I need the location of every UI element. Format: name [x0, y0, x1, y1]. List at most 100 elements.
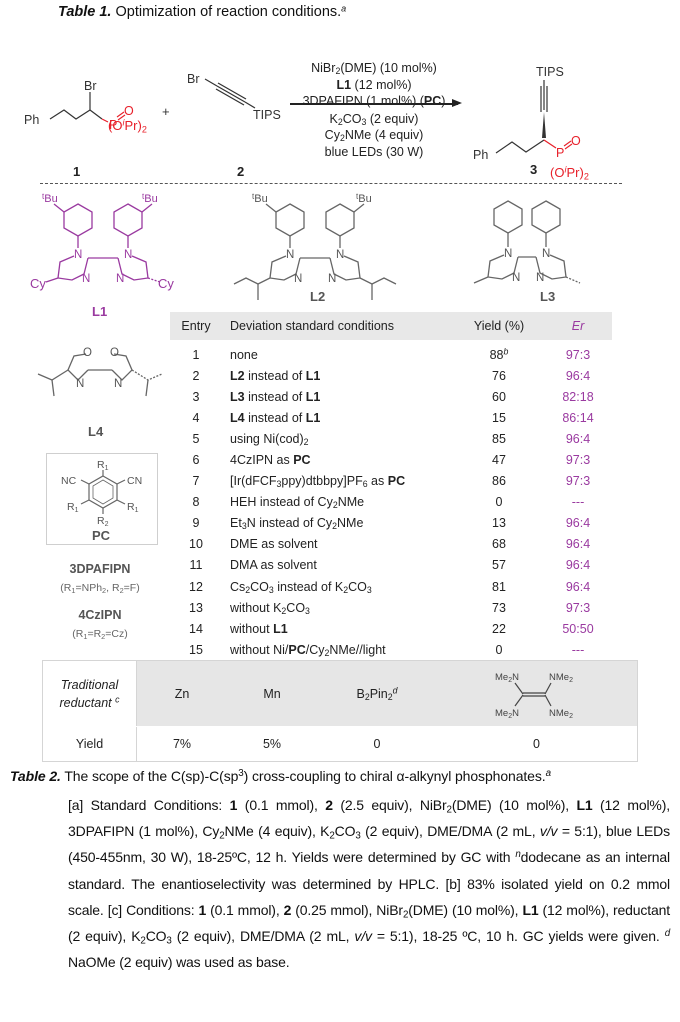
table-row: 3 L3 instead of L1 60 82:18 — [170, 386, 612, 407]
svg-text:N: N — [74, 249, 82, 261]
deviation-text: L4 instead of L1 — [230, 410, 321, 425]
table-row: 9 Et3N instead of Cy2NMe 13 96:4 — [170, 513, 612, 534]
condition-photocatalyst: 3DPAFIPN (1 mol%) (PC) — [302, 94, 446, 108]
header-deviation: Deviation standard conditions — [230, 319, 394, 333]
table-row: 13 without K2CO3 73 97:3 — [170, 597, 612, 618]
svg-text:tBu: tBu — [252, 192, 268, 205]
compound-1-label: 1 — [73, 164, 81, 179]
er-value: --- — [571, 495, 585, 510]
entry-number: 1 — [192, 347, 200, 362]
reductant-table: Traditional reductant c Zn Mn B2Pin2d Me… — [42, 660, 638, 762]
svg-text:N: N — [114, 378, 122, 390]
table2-footnotes: [a] Standard Conditions: 1 (0.1 mmol), 2… — [68, 792, 670, 975]
entry-number: 5 — [192, 431, 200, 446]
pc-variant-def: (R1=R2=Cz) — [72, 628, 128, 641]
table-row: 4 L4 instead of L1 15 86:14 — [170, 407, 612, 428]
reductant-b2pin2: B2Pin2d — [356, 685, 398, 702]
yield-value: 0 — [495, 495, 503, 510]
footnote-mark: a — [341, 3, 347, 14]
table-row: 14 without L1 22 50:50 — [170, 618, 612, 639]
reductant-header-label: Traditional reductant c — [43, 661, 137, 726]
ligand-L1-label: L1 — [92, 304, 108, 319]
photocatalyst-box: R1 NC CN R1 R1 R2 PC — [46, 453, 158, 545]
photocatalyst-structure: R1 NC CN R1 R1 R2 PC — [61, 459, 142, 543]
reductant-tdae: Me2N NMe2 Me2N NMe2 — [437, 661, 636, 726]
svg-text:O: O — [571, 134, 581, 148]
er-value: 96:4 — [565, 431, 591, 446]
svg-text:CN: CN — [127, 475, 142, 487]
pc-label: PC — [92, 528, 111, 543]
entry-number: 10 — [189, 537, 203, 552]
svg-text:N: N — [336, 249, 344, 261]
condition-light: blue LEDs (30 W) — [324, 144, 424, 159]
er-value: 97:3 — [565, 600, 591, 615]
svg-text:tBu: tBu — [42, 192, 58, 205]
header-entry: Entry — [181, 319, 211, 333]
yield-value: 68 — [492, 537, 506, 552]
entry-number: 13 — [189, 600, 203, 615]
deviation-text: without L1 — [230, 621, 288, 636]
svg-text:N: N — [286, 249, 294, 261]
yield-b2pin2: 0 — [373, 737, 381, 751]
table-row: 6 4CzIPN as PC 47 97:3 — [170, 449, 612, 470]
er-value: 50:50 — [562, 621, 594, 636]
condition-catalyst: NiBr2(DME) (10 mol%) — [311, 61, 437, 77]
yield-value: 0 — [495, 642, 503, 657]
svg-text:NMe2: NMe2 — [549, 672, 573, 684]
deviation-text: DMA as solvent — [230, 558, 317, 573]
footnote-d: d NaOMe (2 equiv) was used as base. — [68, 928, 670, 971]
header-yield: Yield (%) — [473, 319, 525, 333]
product-ester-label: (OiPr)2 — [550, 164, 589, 182]
svg-text:R2: R2 — [97, 515, 109, 528]
table1-title-text: Optimization of reaction conditions. — [115, 4, 342, 20]
er-value: 96:4 — [565, 558, 591, 573]
svg-text:NMe2: NMe2 — [549, 708, 573, 720]
table-row: 1 none 88b 97:3 — [170, 344, 612, 365]
table-row: 7 [Ir(dFCF3ppy)dtbbpy]PF6 as PC 86 97:3 — [170, 471, 612, 492]
phosphonate-ester-label: (OiPr)2 — [108, 117, 147, 135]
svg-text:Br: Br — [84, 79, 97, 93]
header-er: Er — [571, 319, 585, 333]
yield-zn: 7% — [172, 737, 192, 751]
svg-text:N: N — [76, 378, 84, 390]
svg-text:O: O — [83, 347, 92, 359]
svg-text:P: P — [556, 146, 564, 160]
yield-row-label: Yield — [43, 727, 137, 761]
yield-tdae: 0 — [533, 737, 540, 751]
pc-variant-def: (R1=NPh2, R2=F) — [60, 582, 140, 595]
svg-text:R1: R1 — [97, 459, 109, 472]
entry-number: 9 — [192, 516, 200, 531]
condition-ligand: L1 (12 mol%) — [336, 77, 412, 92]
svg-text:tBu: tBu — [356, 192, 372, 205]
svg-text:Me2N: Me2N — [495, 672, 519, 684]
scheme-divider — [40, 183, 622, 184]
compound-2-label: 2 — [237, 164, 245, 179]
table-row: 11 DMA as solvent 57 96:4 — [170, 555, 612, 576]
deviation-text: Cs2CO3 instead of K2CO3 — [230, 579, 372, 595]
svg-text:R1: R1 — [127, 501, 139, 514]
deviation-text: HEH instead of Cy2NMe — [230, 495, 365, 511]
footnote-c: [c] Conditions: 1 (0.1 mmol), 2 (0.25 mm… — [68, 901, 671, 947]
er-value: 96:4 — [565, 516, 591, 531]
yield-value: 88b — [489, 346, 509, 362]
deviation-text: Et3N instead of Cy2NMe — [230, 516, 364, 532]
entry-number: 6 — [192, 453, 200, 468]
entry-number: 15 — [189, 642, 203, 657]
ph-group: Ph — [24, 113, 39, 127]
er-value: 97:3 — [565, 347, 591, 362]
er-value: 96:4 — [565, 579, 591, 594]
reaction-arrow-head — [452, 99, 462, 107]
svg-text:N: N — [294, 273, 302, 285]
table2-caption-title: Table 2. The scope of the C(sp)-C(sp3) c… — [10, 768, 551, 784]
svg-text:TIPS: TIPS — [536, 65, 564, 79]
yield-value: 60 — [492, 389, 506, 404]
substrate-2-structure: Br TIPS — [187, 72, 281, 122]
yield-value: 57 — [492, 558, 506, 573]
svg-text:N: N — [82, 273, 90, 285]
table-row: 10 DME as solvent 68 96:4 — [170, 534, 612, 555]
yield-mn: 5% — [262, 737, 282, 751]
deviation-text: L3 instead of L1 — [230, 389, 321, 404]
